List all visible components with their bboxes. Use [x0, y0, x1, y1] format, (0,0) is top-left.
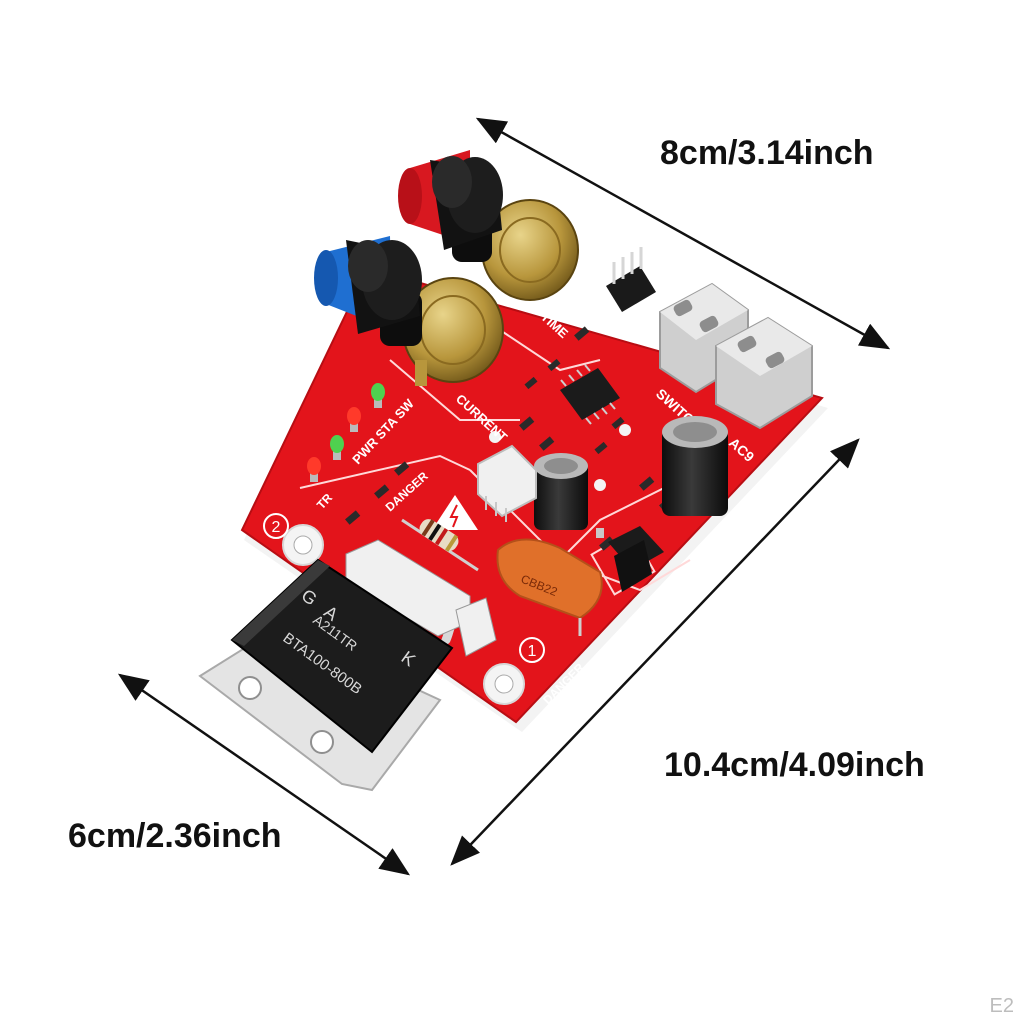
led-green-2-icon [330, 435, 344, 460]
dimension-arrow-top [475, 117, 891, 350]
led-indicators [307, 383, 385, 482]
film-capacitor: CBB22 [496, 538, 603, 636]
marker-1-label: 1 [528, 643, 537, 660]
triac-module: G A K BTA100-800B A211TR [198, 558, 454, 792]
mounting-holes [282, 424, 631, 705]
current-knob [314, 236, 422, 346]
high-voltage-icon [432, 495, 478, 530]
terminal-block-2 [715, 316, 813, 430]
resistor [401, 518, 479, 572]
dimension-top-label: 8cm/3.14inch [660, 134, 874, 172]
time-knob [398, 150, 503, 262]
dimension-right-label: 10.4cm/4.09inch [664, 746, 925, 784]
dimension-arrow-left [117, 673, 411, 876]
smd-components [345, 326, 675, 551]
electrolytic-capacitor-large [662, 416, 728, 516]
watermark: E2 [989, 995, 1014, 1017]
dimension-left-label: 6cm/2.36inch [68, 817, 282, 855]
dimension-arrow-right [450, 438, 860, 866]
display-header-pins [606, 247, 656, 312]
led-green-1-icon [371, 383, 385, 408]
led-red-2-icon [307, 457, 321, 482]
time-potentiometer [398, 150, 579, 301]
marker-1-icon: 1 [519, 637, 545, 663]
marker-2-label: 2 [272, 519, 281, 536]
current-potentiometer [314, 236, 504, 386]
voltage-regulator [596, 526, 664, 592]
led-red-1-icon [347, 407, 361, 432]
optocoupler [477, 444, 537, 522]
ic-chip [560, 364, 620, 425]
marker-2-icon: 2 [263, 513, 289, 539]
electrolytic-capacitor-small [534, 453, 588, 530]
